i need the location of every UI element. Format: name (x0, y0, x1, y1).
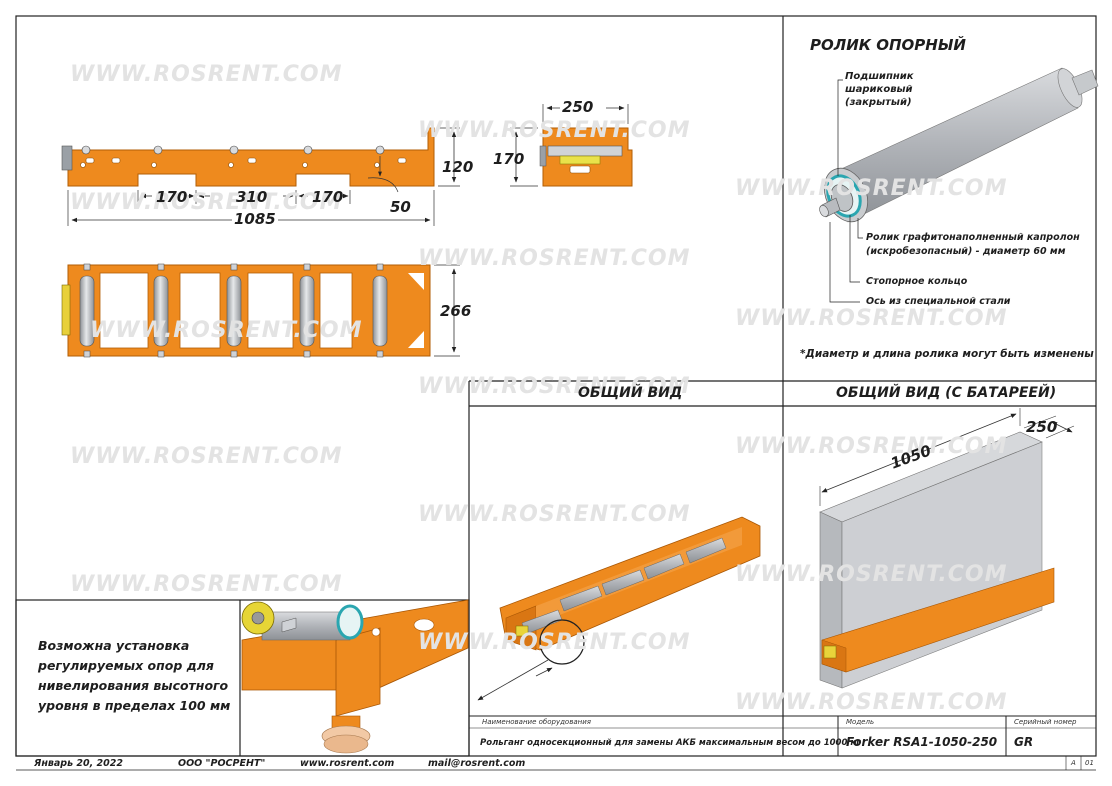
view-title-with-battery: ОБЩИЙ ВИД (С БАТАРЕЕЙ) (836, 385, 1057, 401)
dim-266: 266 (440, 302, 472, 320)
general-view-illustration (499, 516, 761, 665)
watermark: WWW.ROSRENT.COM (735, 690, 1008, 715)
watermark: WWW.ROSRENT.COM (735, 176, 1008, 201)
dim-250-top: 250 (560, 98, 596, 116)
end-view (539, 127, 633, 187)
callout-bearing: Подшипник шариковый (закрытый) (845, 71, 914, 108)
watermark: WWW.ROSRENT.COM (90, 318, 363, 343)
roller-illustration (819, 67, 1099, 223)
model-label: Модель (846, 718, 875, 726)
dim-250-iso: 250 (1026, 418, 1058, 436)
serial-value: GR (1014, 735, 1034, 749)
serial-label: Серийный номер (1014, 718, 1077, 726)
watermark: WWW.ROSRENT.COM (735, 434, 1008, 459)
dim-170-left: 170 (156, 188, 188, 206)
footer-mail-link[interactable]: mail@rosrent.com (428, 758, 526, 769)
dim-310: 310 (236, 188, 268, 206)
watermark: WWW.ROSRENT.COM (418, 502, 691, 527)
dim-170-right: 170 (312, 188, 344, 206)
footer-company: ООО "РОСРЕНТ" (178, 758, 266, 769)
dim-120: 120 (442, 158, 474, 176)
watermark: WWW.ROSRENT.COM (735, 306, 1008, 331)
sheet-format: A (1071, 759, 1076, 767)
roller-footnote: *Диаметр и длина ролика могут быть измен… (800, 348, 1094, 360)
watermark: WWW.ROSRENT.COM (70, 572, 343, 597)
watermark: WWW.ROSRENT.COM (418, 374, 691, 399)
watermark: WWW.ROSRENT.COM (70, 444, 343, 469)
model-value: Forker RSA1-1050-250 (846, 735, 998, 749)
footer-site-link[interactable]: www.rosrent.com (300, 758, 395, 769)
side-view (61, 127, 435, 187)
leveling-note: Возможна установка регулируемых опор для… (38, 638, 231, 713)
battery-view-illustration (819, 431, 1055, 689)
watermark: WWW.ROSRENT.COM (70, 62, 343, 87)
watermark: WWW.ROSRENT.COM (70, 190, 343, 215)
equipment-label: Наименование оборудования (482, 718, 591, 726)
equipment-value: Рольганг односекционный для замены АКБ м… (480, 738, 861, 748)
callout-roller-material: Ролик графитонаполненный капролон (искро… (866, 232, 1080, 257)
footer-date: Январь 20, 2022 (34, 758, 123, 769)
watermark: WWW.ROSRENT.COM (735, 562, 1008, 587)
watermark: WWW.ROSRENT.COM (418, 246, 691, 271)
top-view (61, 263, 431, 358)
callout-retaining-ring: Стопорное кольцо (866, 276, 968, 287)
dim-1085: 1085 (232, 210, 278, 228)
view-title-general: ОБЩИЙ ВИД (578, 385, 683, 401)
dim-50: 50 (390, 198, 411, 216)
sheet-frame (15, 15, 1097, 757)
sheet-number: 01 (1085, 759, 1094, 767)
dim-170-end: 170 (493, 150, 525, 168)
callout-axle: Ось из специальной стали (866, 296, 1011, 307)
watermark: WWW.ROSRENT.COM (418, 118, 691, 143)
watermark: WWW.ROSRENT.COM (418, 630, 691, 655)
roller-title: РОЛИК ОПОРНЫЙ (810, 36, 966, 54)
leveling-foot-detail (241, 599, 469, 755)
